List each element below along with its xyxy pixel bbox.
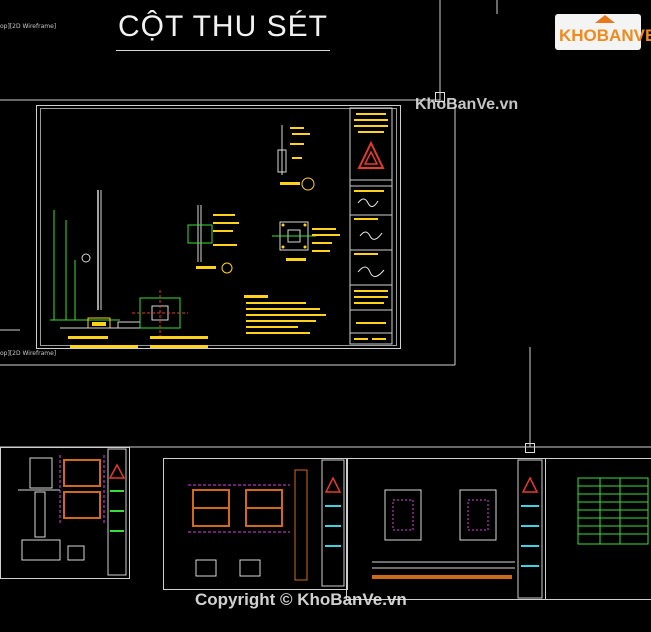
viewport-label-top[interactable]: op][2D Wireframe]: [0, 23, 57, 30]
mast-elevation: [50, 190, 141, 339]
bottom-sheet-4[interactable]: [545, 458, 651, 600]
title-underline: [116, 50, 330, 51]
bottom-sheet-1-content: [18, 448, 127, 576]
house-icon: [595, 15, 615, 23]
detail-1: [277, 125, 315, 191]
section-1-1: [272, 221, 340, 261]
bottom-sheet-3-content: [372, 459, 543, 599]
viewport-label-left[interactable]: op][2D Wireframe]: [0, 350, 57, 357]
drawing-title: CỘT THU SÉT: [118, 10, 328, 43]
main-sheet-frame[interactable]: [36, 105, 401, 349]
base-plan: [132, 290, 208, 339]
site-watermark-top: KhoBanVe.vn: [415, 96, 519, 113]
title-block-main: [349, 107, 393, 345]
copyright-watermark: Copyright © KhoBanVe.vn: [195, 590, 407, 609]
detail-captions: [70, 345, 208, 348]
notes-block: [244, 295, 326, 334]
logo-text: KHOBANVE: [559, 26, 651, 45]
main-sheet-inner-frame: [40, 108, 397, 346]
detail-2: [187, 205, 239, 274]
bottom-sheet-2[interactable]: [163, 458, 348, 590]
bottom-sheet-2-content: [188, 459, 345, 587]
viewport-boundaries: [0, 0, 651, 448]
site-logo: KHOBANVE: [555, 14, 651, 50]
bottom-sheet-4-content: [577, 477, 649, 545]
